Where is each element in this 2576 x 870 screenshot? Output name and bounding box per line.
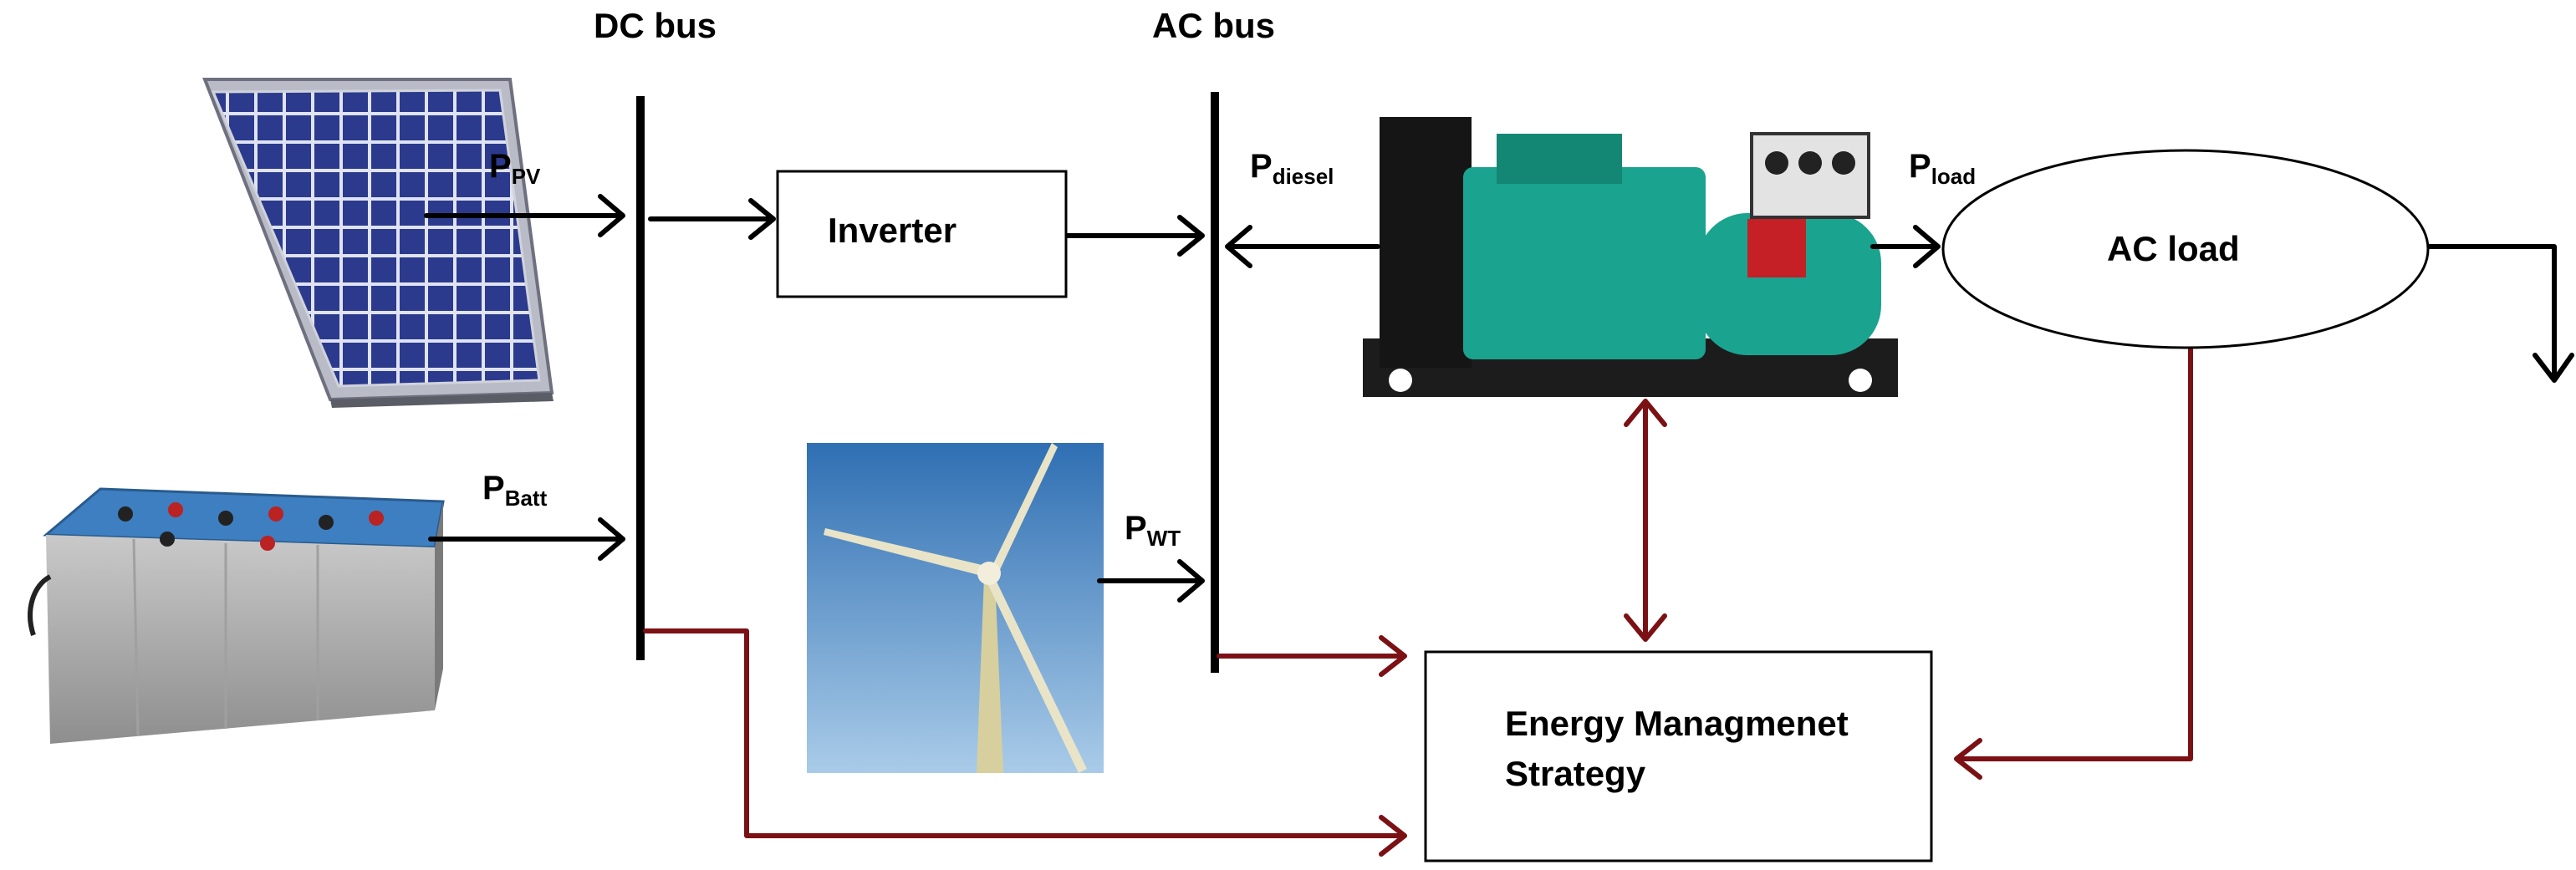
ems-label-line2: Strategy [1505, 754, 1646, 793]
ac-load-block: AC load [1941, 149, 2430, 349]
battery-bank-image [28, 487, 445, 744]
wt-to-ac-arrow [1097, 559, 1205, 603]
wind-turbine-image [807, 443, 1104, 773]
genset-ems-link [1624, 399, 1667, 642]
solar-panel-image [202, 78, 554, 408]
diesel-to-ac-arrow [1225, 225, 1380, 268]
p-diesel-label: Pdiesel [1250, 148, 1334, 189]
inverter-label: Inverter [828, 211, 956, 250]
power-flow-arrows [424, 194, 2574, 603]
inverter-block: Inverter [776, 170, 1068, 298]
diesel-generator-image [1363, 117, 1898, 397]
ems-label-line1: Energy Managmenet [1505, 704, 1849, 743]
p-pv-label: PPV [489, 148, 541, 189]
ac-load-label: AC load [2107, 229, 2240, 268]
genset-to-load-arrow [1870, 225, 1941, 268]
load-to-ems-line [1954, 340, 2193, 780]
batt-to-dc-arrow [428, 517, 625, 561]
pv-to-dc-arrow [424, 194, 625, 237]
dc-bus-label: DC bus [594, 6, 717, 45]
inverter-to-ac-arrow [1065, 215, 1205, 257]
p-wt-label: PWT [1125, 510, 1181, 551]
ac-bus-to-ems-line [1217, 635, 1407, 677]
dc-bus-to-ems-line [643, 628, 1407, 857]
load-output-arrow [2427, 244, 2574, 383]
control-lines [643, 340, 2193, 857]
dc-to-inverter-arrow [648, 198, 776, 240]
p-load-label: Pload [1909, 148, 1976, 189]
ems-block: Energy Managmenet Strategy [1424, 650, 1933, 862]
p-batt-label: PBatt [482, 470, 548, 511]
ac-bus-label: AC bus [1152, 6, 1275, 45]
